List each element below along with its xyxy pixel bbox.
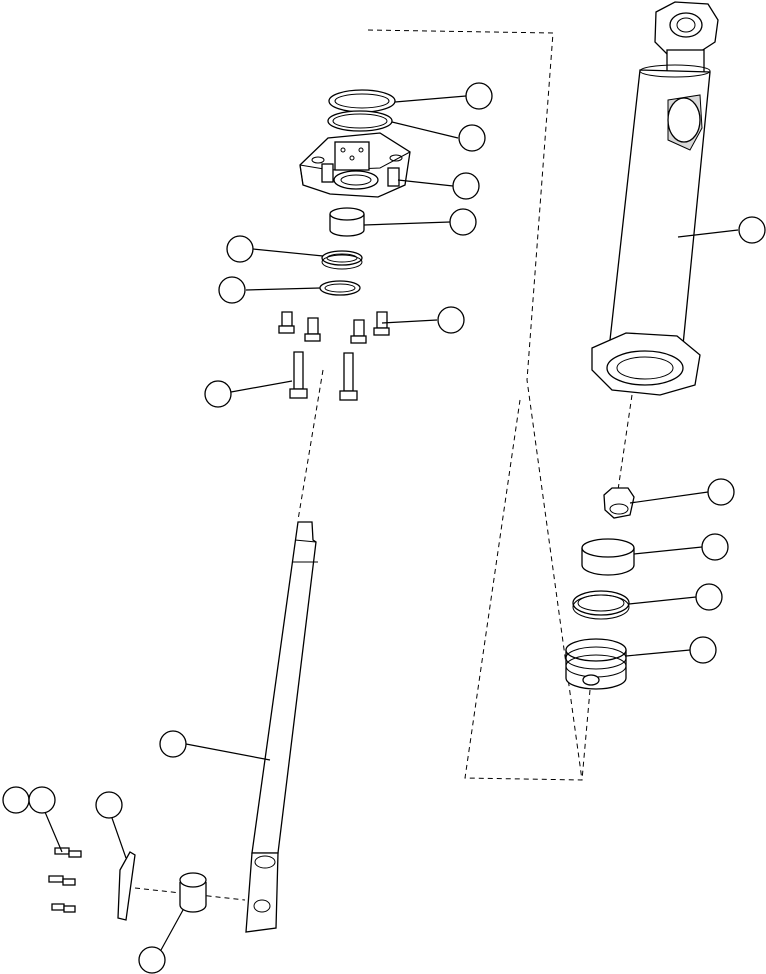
leader-lines <box>44 95 739 951</box>
plate-icon <box>117 851 136 921</box>
callout-long-bolts <box>204 380 232 408</box>
piston-rod-icon <box>245 521 318 933</box>
piston-centerline <box>581 689 591 781</box>
piston-seal-icon <box>572 590 630 620</box>
callout-cylinder-head <box>452 172 480 200</box>
screws-icon <box>48 847 82 913</box>
callout-o-ring <box>218 276 246 304</box>
callout-wear-ring <box>701 533 729 561</box>
callout-balloons <box>2 82 766 974</box>
cylinder-head-icon <box>299 132 411 198</box>
callout-screws-b <box>28 786 56 814</box>
callout-rod-seal <box>458 124 486 152</box>
callout-piston-rod <box>159 730 187 758</box>
callout-piston-seal <box>695 583 723 611</box>
buffer-ring-icon <box>321 250 363 270</box>
callout-plate <box>95 791 123 819</box>
nut-icon <box>603 487 635 519</box>
cylinder-barrel-icon <box>591 1 719 396</box>
callout-bushing <box>449 208 477 236</box>
callout-buffer-ring <box>226 235 254 263</box>
bushing-icon <box>329 207 365 237</box>
callout-screws-a <box>2 786 30 814</box>
wiper-ring-icon <box>328 89 396 113</box>
callout-wiper-ring <box>465 82 493 110</box>
o-ring-icon <box>319 280 361 296</box>
callout-short-bolts <box>437 306 465 334</box>
rod-end-bushing-icon <box>179 872 207 913</box>
assembly-dashed-outline <box>367 29 583 781</box>
rod-seal-icon <box>327 110 393 132</box>
long-bolts-icon <box>289 351 358 401</box>
short-bolts-icon <box>278 311 390 344</box>
callout-cylinder-barrel <box>738 216 766 244</box>
callout-nut <box>707 478 735 506</box>
callout-piston <box>689 636 717 664</box>
barrel-centerline <box>617 394 633 491</box>
piston-icon <box>565 638 627 690</box>
wear-ring-icon <box>581 538 635 576</box>
callout-rod-end-bushing <box>138 946 166 974</box>
rod-centerline <box>297 369 324 521</box>
